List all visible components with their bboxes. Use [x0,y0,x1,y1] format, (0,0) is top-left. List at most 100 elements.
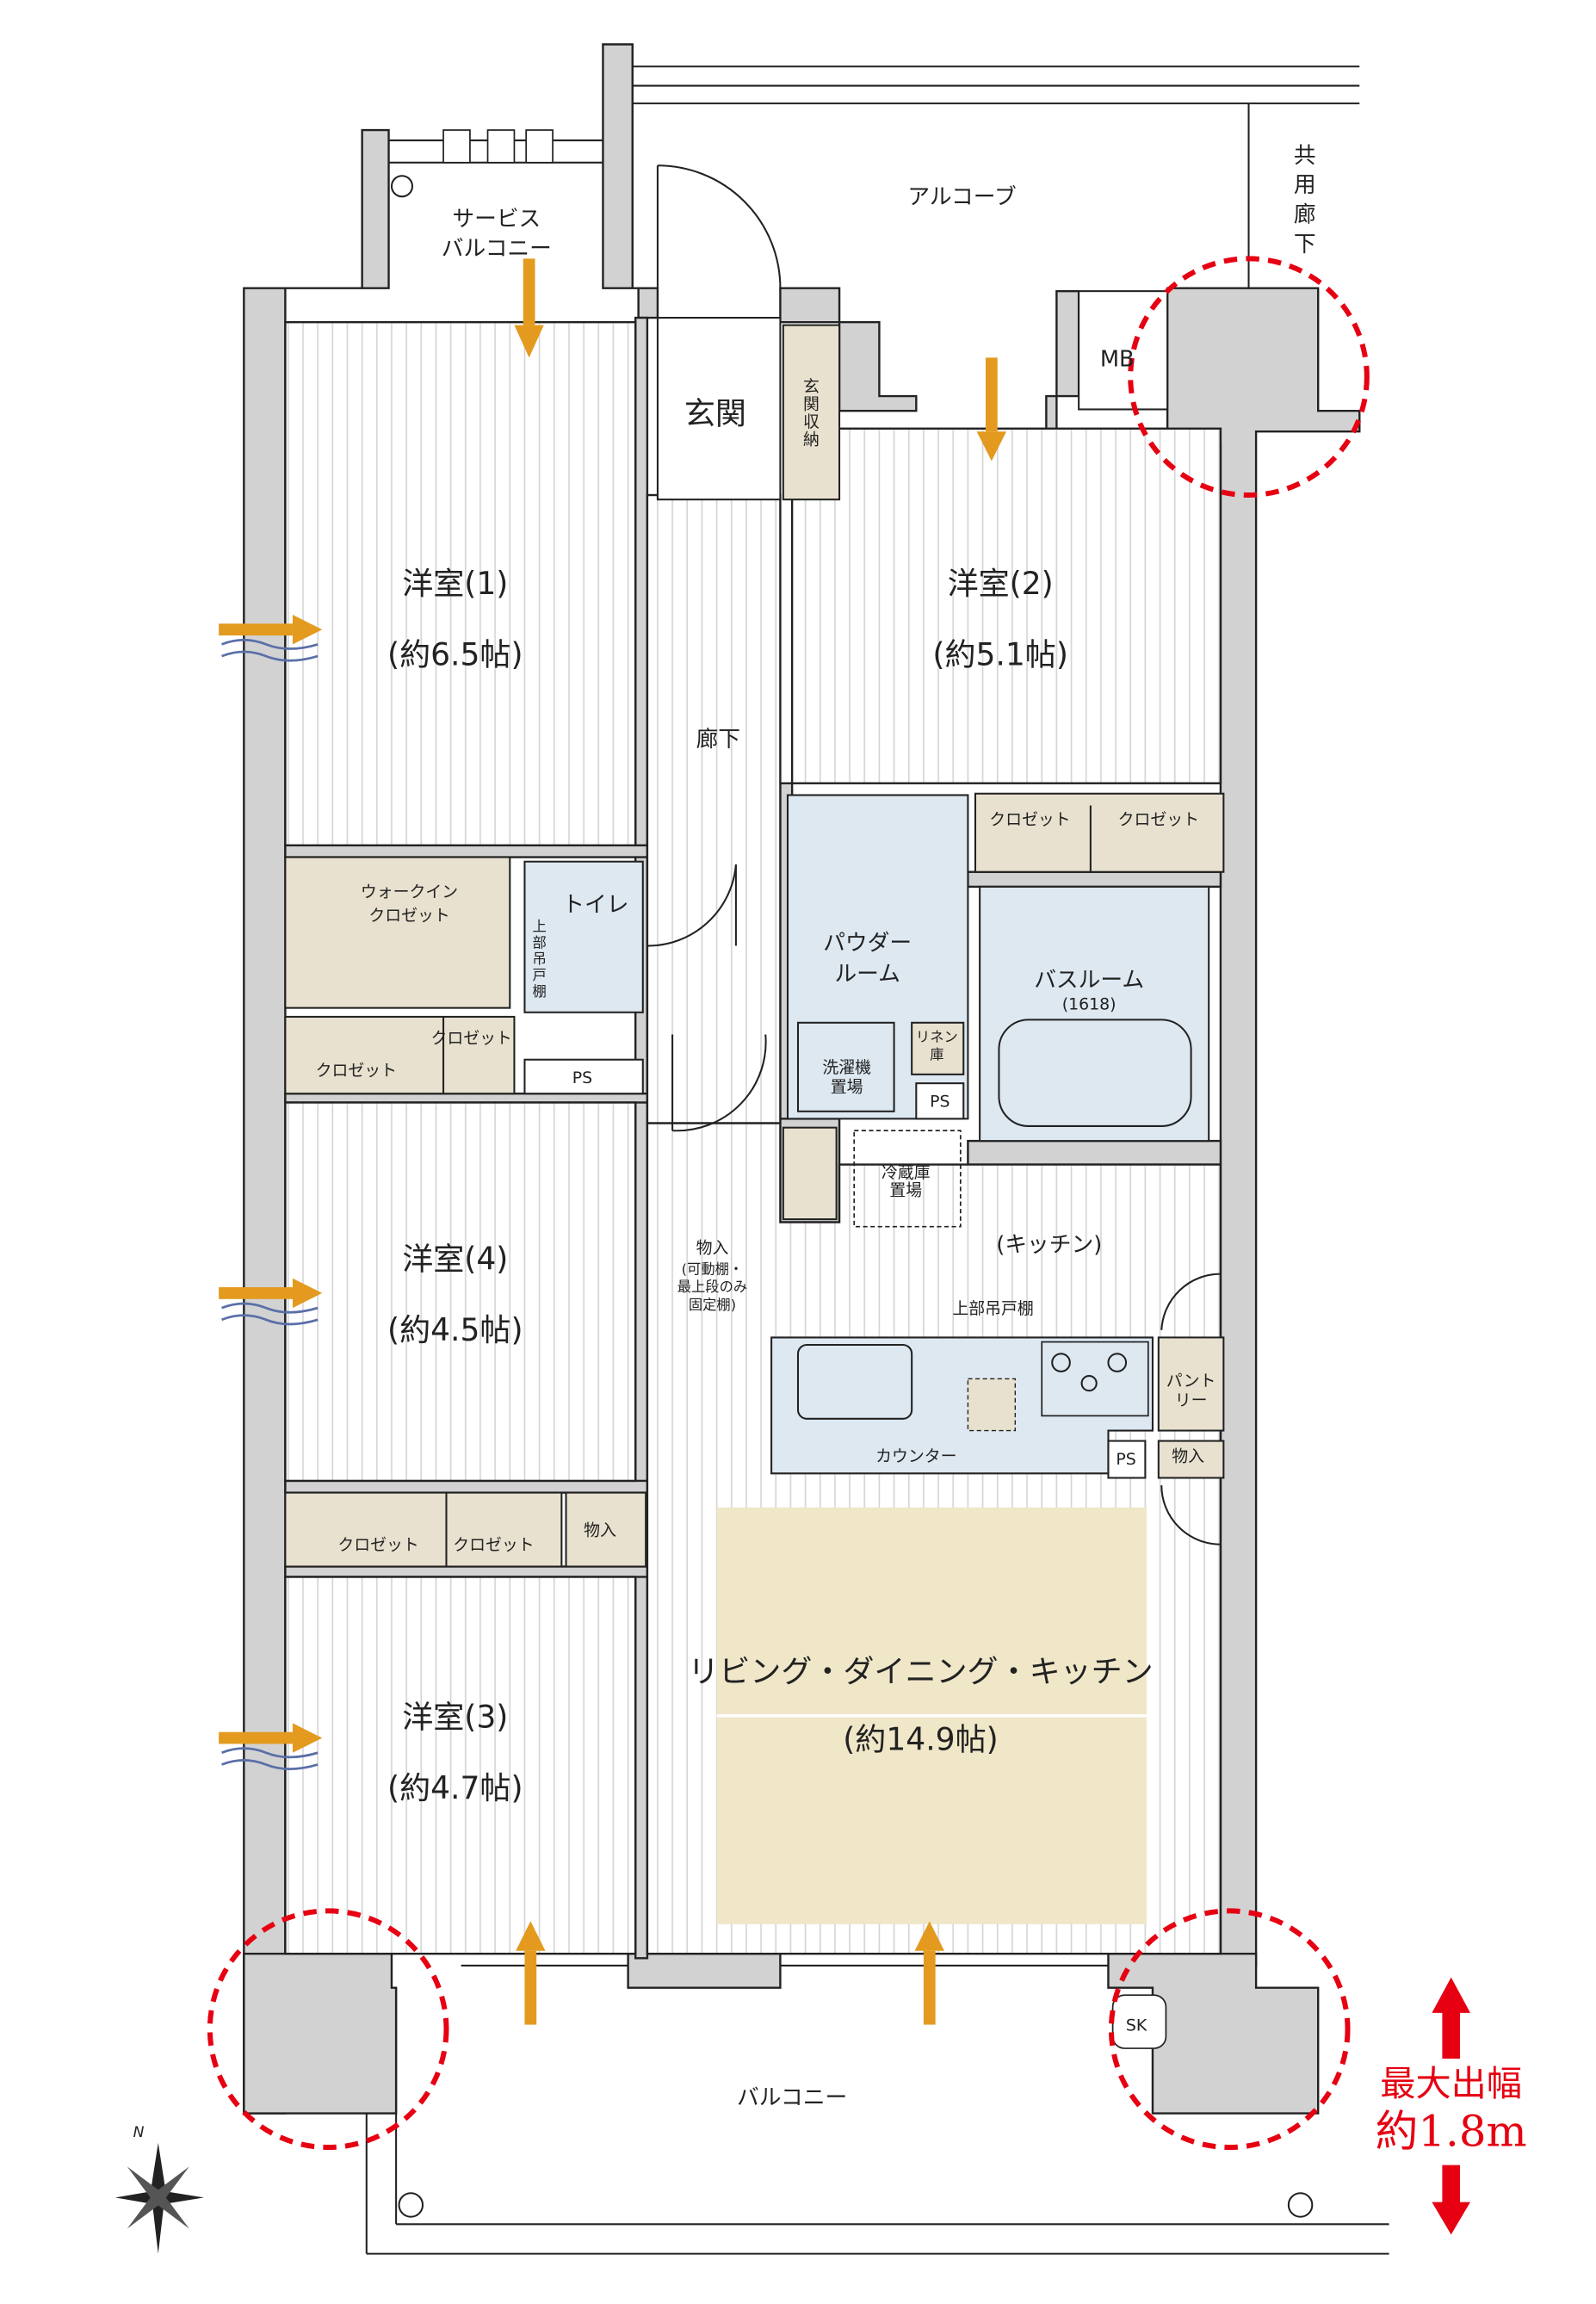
svg-text:N: N [133,2124,145,2141]
svg-text:廊: 廊 [1294,201,1316,227]
svg-text:納: 納 [803,430,820,449]
svg-text:洗濯機: 洗濯機 [822,1058,871,1077]
room-western-3 [284,1576,637,1955]
svg-text:関: 関 [803,394,820,413]
meter-box [1078,290,1169,411]
svg-text:リー: リー [1175,1390,1208,1409]
room-name: 洋室(1) [402,567,508,602]
svg-text:MB: MB [1100,347,1135,373]
svg-text:バスルーム: バスルーム [1034,968,1144,994]
svg-text:パウダー: パウダー [823,931,912,957]
balcony-depth-indicator: 最大出幅 約1.8m [1376,1977,1527,2235]
svg-text:クロゼット: クロゼット [368,906,449,925]
walk-in-closet [284,856,511,1009]
svg-text:収: 収 [803,412,820,431]
svg-text:下: 下 [1294,232,1316,257]
svg-text:置場: 置場 [889,1181,922,1200]
room-western-2 [790,427,1222,784]
balcony-highlight-circle [1108,1908,1351,2151]
entrance [656,317,782,501]
pipe-space [915,1082,965,1120]
compass-icon: N [114,2124,204,2254]
kitchen-counter [770,1336,1154,1475]
corridor [646,493,782,1124]
balcony-depth-value: 約1.8m [1376,2106,1527,2156]
room-name: 洋室(3) [402,1700,508,1736]
room-size: (約6.5帖) [387,637,523,672]
svg-text:トイレ: トイレ [562,892,628,918]
svg-text:クロゼット: クロゼット [337,1536,418,1555]
svg-text:部: 部 [532,934,546,951]
svg-text:ルーム: ルーム [834,962,900,988]
svg-text:サービス: サービス [452,207,541,232]
svg-text:クロゼット: クロゼット [430,1029,511,1048]
bathtub [998,1019,1192,1127]
fridge-space [853,1130,962,1228]
svg-text:戸: 戸 [532,967,546,983]
storage [782,1126,838,1221]
svg-text:パント: パント [1166,1372,1216,1390]
svg-text:物入: 物入 [584,1521,616,1539]
balcony [365,1964,1389,2255]
svg-text:最上段のみ: 最上段のみ [677,1279,747,1295]
svg-text:物入: 物入 [696,1239,729,1258]
svg-text:玄関: 玄関 [684,397,746,432]
svg-text:クロゼット: クロゼット [989,810,1070,829]
svg-text:バルコニー: バルコニー [442,236,552,262]
balcony-highlight-circle [1128,256,1370,499]
room-name: リビング・ダイニング・キッチン [688,1654,1153,1689]
svg-text:固定棚): 固定棚) [689,1297,736,1313]
closet [284,1491,563,1568]
svg-text:用: 用 [1294,172,1316,198]
toilet [523,860,644,1013]
room-size: (約4.7帖) [387,1771,523,1806]
svg-text:PS: PS [930,1093,950,1112]
svg-text:(可動棚・: (可動棚・ [682,1261,744,1278]
entrance-storage [782,324,841,501]
room-size: (約4.5帖) [387,1313,523,1348]
svg-text:クロゼット: クロゼット [1118,810,1199,829]
svg-text:上: 上 [532,918,546,934]
svg-text:PS: PS [1116,1450,1135,1469]
svg-text:共: 共 [1294,143,1316,169]
closet [284,1015,516,1095]
storage [565,1491,647,1568]
svg-text:SK: SK [1126,2016,1148,2035]
svg-text:冷蔵庫: 冷蔵庫 [882,1163,931,1182]
alcove-rails [388,65,1360,288]
balcony-highlight-circle [207,1908,449,2151]
closet [974,792,1225,873]
svg-text:置場: 置場 [831,1077,863,1096]
bathroom [979,885,1210,1143]
svg-text:廊下: 廊下 [696,727,740,753]
room-name: 洋室(4) [402,1242,508,1277]
svg-text:吊: 吊 [532,951,546,967]
linen-storage [911,1021,965,1075]
svg-text:カウンター: カウンター [875,1447,956,1466]
room-western-1 [284,320,637,847]
sink [796,1343,913,1420]
pantry [1157,1336,1225,1432]
airflow-arrows [219,258,1007,2025]
svg-text:棚: 棚 [532,983,546,1000]
svg-text:上部吊戸棚: 上部吊戸棚 [952,1299,1033,1318]
svg-text:(1618): (1618) [1062,994,1117,1013]
svg-text:物入: 物入 [1172,1447,1204,1466]
stove [1041,1341,1149,1417]
room-western-4 [284,1101,637,1483]
svg-text:クロゼット: クロゼット [453,1536,534,1555]
room-size: (約14.9帖) [843,1722,998,1757]
svg-text:リネン: リネン [916,1029,958,1045]
svg-text:クロゼット: クロゼット [316,1062,397,1081]
room-size: (約5.1帖) [932,637,1067,672]
balcony-depth-label: 最大出幅 [1380,2063,1522,2104]
room-name: 洋室(2) [948,567,1054,602]
svg-text:PS: PS [572,1068,592,1087]
svg-text:玄: 玄 [803,377,820,396]
svg-text:ウォークイン: ウォークイン [361,883,458,901]
washer-space [796,1021,895,1112]
storage [1157,1440,1225,1479]
svg-text:庫: 庫 [930,1047,943,1063]
svg-text:バルコニー: バルコニー [737,2084,847,2110]
